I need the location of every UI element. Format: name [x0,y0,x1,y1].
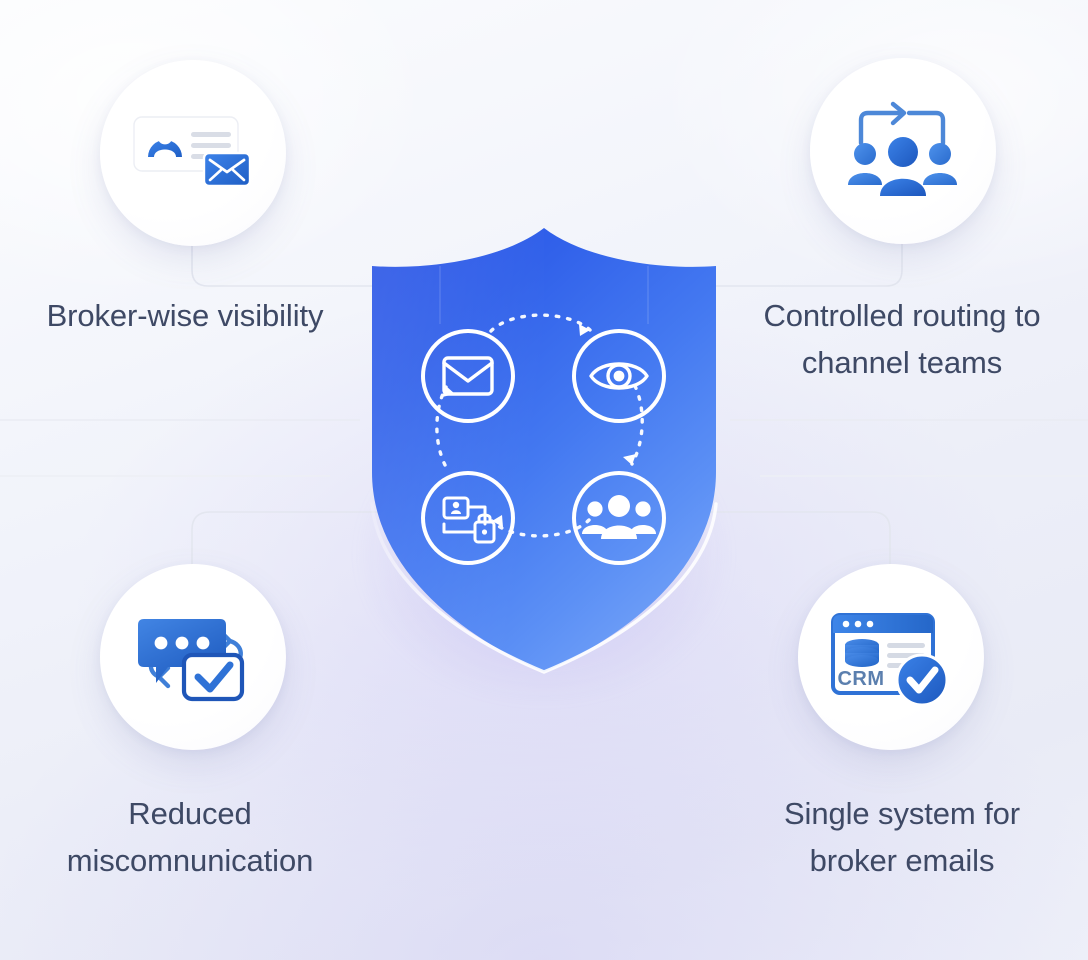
team-routing-icon [848,101,957,196]
feature-label-single-system: Single system for broker emails [783,796,1021,879]
database-icon [845,639,879,667]
approval-check-icon [181,652,245,702]
avatar-icon [148,129,182,157]
cycle-node-team [572,471,666,565]
shield-graphic [370,228,718,674]
feature-icon-reduced-miscomnunication[interactable] [100,564,286,750]
cycle-node-workflow-ring [421,471,515,565]
person-left-icon [848,143,882,185]
routing-arrow-icon [858,101,946,146]
cycle-arrows [435,313,644,538]
feature-icon-single-system[interactable]: CRM [798,564,984,750]
feature-label-broker-wise-visibility: Broker-wise visibility [46,298,324,333]
eye-icon [589,362,649,390]
workflow-routing-icon [442,496,496,544]
feature-label-reduced-miscomnunication: Reduced miscomnunication [66,796,314,879]
feature-label-controlled-routing: Controlled routing to channel teams [763,298,1041,381]
chat-dots [154,636,210,650]
cycle-node-view [572,329,666,423]
arrow-email-to-eye [489,313,592,333]
people-group-icon [582,495,656,539]
cycle-node-workflow [421,471,515,565]
arrow-workflow-to-email [435,385,448,467]
eye-pupil [613,370,625,382]
arrowhead-to-eye [579,324,590,336]
email-badge-icon [202,151,252,188]
shield-edge-highlight [370,502,718,674]
cycle-node-email [421,329,515,423]
cycle-node-email-ring [421,329,515,423]
cycle-node-team-ring [572,471,666,565]
person-center-icon [880,137,926,196]
feature-icon-broker-wise-visibility[interactable] [100,60,286,246]
shield-left-facet [372,228,544,672]
arrow-people-to-workflow [490,518,591,538]
crm-label: CRM [837,668,884,690]
person-right-icon [923,143,957,185]
feature-icon-controlled-routing[interactable] [810,58,996,244]
envelope-icon [442,356,494,396]
arrow-eye-to-people [630,384,644,466]
window-dots [842,620,874,628]
crm-verified-icon: CRM [831,613,949,707]
chat-approval-icon [138,619,245,702]
arrowhead-to-people [623,454,636,465]
contact-card-email-icon [133,116,252,188]
cycle-node-view-ring [572,329,666,423]
security-shield [282,214,806,764]
arrowhead-to-workflow [492,515,503,527]
verified-badge-icon [895,653,949,707]
